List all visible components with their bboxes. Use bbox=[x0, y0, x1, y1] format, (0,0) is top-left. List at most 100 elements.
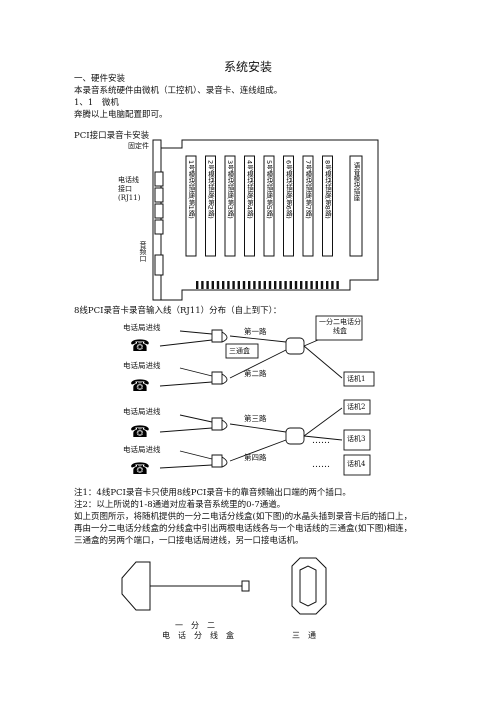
line-label: 第三路 bbox=[244, 414, 267, 423]
bracket-label: 固定件 bbox=[128, 142, 149, 150]
subsection-heading: 1、1 微机 bbox=[74, 98, 119, 108]
gold-finger bbox=[258, 281, 261, 289]
module-socket-label: 5号模块插座(第5路) bbox=[265, 160, 273, 219]
module-socket-label: 8号模块插座(第8路) bbox=[324, 160, 332, 219]
module-socket-label: 2号模块插座(第2路) bbox=[207, 160, 215, 219]
gold-finger bbox=[211, 281, 214, 289]
module-socket bbox=[205, 155, 216, 257]
phone-label: 话机4 bbox=[347, 460, 366, 468]
gold-finger bbox=[237, 281, 240, 289]
note-1: 注1：4线PCI录音卡只使用8线PCI录音卡的靠音频输出口端的两个插口。 bbox=[74, 488, 351, 498]
telephone-icon: ☎ bbox=[130, 459, 150, 478]
audio-label: 音频口 bbox=[139, 241, 147, 262]
ellipsis: …… bbox=[312, 436, 330, 446]
module-socket-label: 3号模块插座(第3路) bbox=[226, 160, 234, 219]
gold-finger bbox=[242, 281, 246, 289]
subsection-text: 奔腾以上电脑配置即可。 bbox=[74, 110, 168, 120]
phone-label: 话机2 bbox=[347, 403, 366, 411]
incoming-line-label: 电话局进线 bbox=[123, 445, 161, 454]
rj11-plug bbox=[241, 580, 250, 592]
splitter-caption-top: 一 分 二 bbox=[175, 621, 215, 630]
phone-box bbox=[343, 399, 371, 415]
splitter-box bbox=[315, 315, 363, 341]
note-2: 注2：以上所说的1-8通道对应着录音系统里的0-7通道。 bbox=[74, 500, 286, 510]
module-socket bbox=[185, 155, 197, 257]
gold-finger bbox=[305, 281, 308, 289]
module-socket bbox=[263, 155, 275, 257]
gold-finger bbox=[284, 281, 287, 289]
tee-caption: 三 通 bbox=[292, 631, 316, 640]
splitter-label: 一分二电话分线盒 bbox=[319, 318, 361, 335]
note-4: 再由一分二电话分线盒的分线盒中引出两根电话线各与一个电话线的三通盒(如下图)相连… bbox=[74, 524, 413, 534]
phone-label: 话机1 bbox=[347, 375, 366, 383]
splitter-caption-bottom: 电 话 分 线 盒 bbox=[162, 631, 234, 640]
phone-box bbox=[343, 371, 375, 387]
gold-finger bbox=[268, 281, 272, 289]
rj11-jack bbox=[154, 187, 164, 203]
line-label: 第四路 bbox=[244, 453, 267, 462]
pci-install-heading: PCI接口录音卡安装 bbox=[74, 131, 150, 141]
line-label: 第一路 bbox=[244, 327, 267, 336]
gold-finger bbox=[310, 281, 313, 289]
gold-finger bbox=[274, 281, 277, 289]
module-socket bbox=[224, 155, 236, 257]
module-socket bbox=[283, 155, 294, 257]
gold-finger bbox=[216, 281, 220, 289]
note-5: 三通盒的另两个端口，一口接电话局进线，另一口接电话机。 bbox=[74, 536, 304, 546]
gold-finger bbox=[263, 281, 266, 289]
phone-label: 话机3 bbox=[347, 435, 366, 443]
splitter-shape bbox=[121, 561, 151, 611]
gold-finger bbox=[253, 281, 256, 289]
gold-finger bbox=[289, 281, 292, 289]
incoming-line-label: 电话局进线 bbox=[123, 323, 161, 332]
gold-finger bbox=[232, 281, 235, 289]
voice-module-label: 语音模块插座 bbox=[352, 161, 360, 203]
gold-finger bbox=[206, 281, 209, 289]
audio-jack bbox=[154, 254, 164, 276]
three-way-label: 三通盒 bbox=[229, 347, 250, 355]
gold-finger bbox=[336, 281, 339, 289]
incoming-line-label: 电话局进线 bbox=[123, 361, 161, 370]
rj11-jack bbox=[154, 171, 164, 187]
module-socket bbox=[322, 155, 333, 257]
incoming-line-label: 电话局进线 bbox=[123, 407, 161, 416]
module-socket-label: 7号模块插座(第7路) bbox=[304, 160, 312, 219]
telephone-icon: ☎ bbox=[130, 422, 150, 441]
gold-finger bbox=[279, 281, 282, 289]
three-way-box bbox=[225, 343, 259, 359]
jack-label: 接口 bbox=[118, 185, 132, 193]
module-socket bbox=[302, 155, 314, 257]
page-title: 系统安装 bbox=[223, 60, 272, 74]
jack-label: 电话线 bbox=[118, 176, 139, 184]
wiring-caption: 8线PCI录音卡录音输入线（RJ11）分布（自上到下）： bbox=[74, 306, 282, 316]
gold-finger bbox=[300, 281, 303, 289]
rj11-jack bbox=[154, 219, 164, 235]
intro-text: 本录音系统硬件由微机（工控机）、录音卡、连线组成。 bbox=[74, 86, 283, 96]
gold-finger bbox=[326, 281, 329, 289]
module-socket-label: 1号模块插座(第1路) bbox=[187, 160, 195, 219]
phone-box bbox=[343, 429, 371, 451]
line-label: 第二路 bbox=[244, 369, 267, 378]
gold-finger bbox=[331, 281, 334, 289]
module-socket bbox=[244, 155, 255, 257]
gold-finger bbox=[315, 281, 318, 289]
module-socket-label: 4号模块插座(第4路) bbox=[246, 160, 254, 219]
gold-finger bbox=[320, 281, 324, 289]
gold-finger bbox=[196, 281, 199, 289]
gold-finger bbox=[222, 281, 225, 289]
phone-box bbox=[343, 454, 371, 476]
card-board bbox=[160, 139, 379, 301]
telephone-icon: ☎ bbox=[130, 336, 150, 355]
telephone-icon: ☎ bbox=[130, 376, 150, 395]
note-3: 如上页图所示，将随机提供的一分二电话分线盒(如下图)的水晶头插到录音卡后的插口上… bbox=[74, 512, 413, 522]
gold-finger bbox=[201, 281, 204, 289]
tee-shape bbox=[291, 557, 327, 615]
gold-finger bbox=[248, 281, 251, 289]
gold-finger bbox=[294, 281, 298, 289]
ellipsis: …… bbox=[312, 460, 330, 470]
gold-finger bbox=[227, 281, 230, 289]
voice-module-socket bbox=[349, 155, 363, 257]
